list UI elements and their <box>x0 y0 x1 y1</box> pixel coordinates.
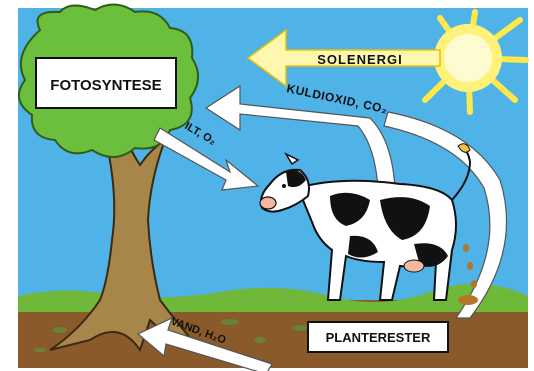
photosynthesis-label: FOTOSYNTESE <box>50 77 161 94</box>
plant-remains-label: PLANTERESTER <box>326 330 431 345</box>
solar-energy-label: SOLENERGI <box>317 52 403 67</box>
